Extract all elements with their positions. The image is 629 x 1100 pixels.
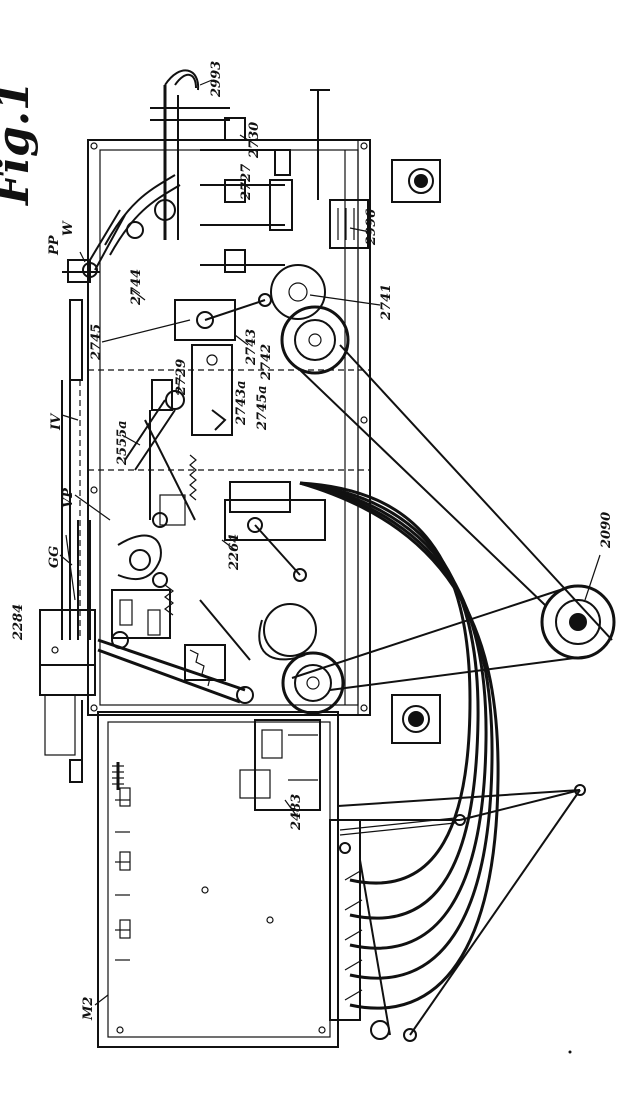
label-2090: 2090 [599,512,614,549]
label-2264-text: 2264 [227,534,242,571]
label-2744: 2744 [129,269,144,306]
label-2993: 2993 [209,61,224,98]
label-2483: 2483 [289,794,304,831]
label-2730-text: 2730 [247,122,262,159]
label-gg-text: GG [47,546,62,568]
label-gg: GG [47,546,62,568]
part-2284 [39,609,96,783]
label-2743a: 2743a [234,380,249,426]
label-2743-text: 2743 [244,329,259,366]
label-2284: 2284 [11,604,26,641]
label-2745-text: 2745 [89,324,104,361]
label-2090-text: 2090 [599,512,614,549]
label-2483-text: 2483 [289,794,304,831]
label-2996: 2996 [364,209,379,246]
label-2743a-text: 2743a [234,380,249,426]
label-w: W [61,220,76,236]
upper-mechanism [62,69,369,283]
wheel-2741 [270,264,326,320]
guide-strips [61,299,83,640]
figure-title-text: Fig.1 [0,80,39,207]
label-2745: 2745 [89,324,104,361]
main-frame [87,139,371,716]
label-2993-text: 2993 [209,61,224,98]
label-2730: 2730 [247,122,262,159]
label-2264: 2264 [227,534,242,571]
label-2742-text: 2742 [259,344,274,381]
label-2745a: 2745a [255,385,270,431]
drive-pulley-2090 [291,344,616,691]
lever-linkage [329,784,586,1042]
label-2284-text: 2284 [11,604,26,641]
label-2555a-text: 2555a [115,420,130,466]
label-vp-text: VP [61,487,76,508]
label-2729-text: 2729 [174,359,189,396]
label-pp: PP [47,234,62,256]
label-2996-text: 2996 [364,209,379,246]
label-2741-text: 2741 [379,284,394,321]
registration-dot [568,1050,572,1054]
leader-lines [59,79,601,1006]
label-m2: M2 [81,997,96,1021]
label-2741: 2741 [379,284,394,321]
label-2742: 2742 [259,344,274,381]
pulley-lower [258,603,345,715]
mount-block-bottom [391,694,441,744]
lower-frame [97,711,339,1048]
label-m2-text: M2 [81,997,96,1021]
label-2727: 2727 [239,164,254,201]
block-2483 [239,719,321,811]
label-2555a: 2555a [115,420,130,466]
label-pp-text: PP [47,234,62,256]
pulley-upper [280,305,350,375]
label-iv-text: IV [49,412,64,431]
label-2745a-text: 2745a [255,385,270,431]
label-2744-text: 2744 [129,269,144,306]
mount-block-top [391,159,441,203]
figure-title: Fig.1 [0,80,39,207]
label-2729: 2729 [174,359,189,396]
frame-screws [90,142,368,712]
label-2727-text: 2727 [239,164,254,201]
middle-mechanism [77,293,326,704]
label-vp: VP [61,487,76,508]
label-w-text: W [61,220,76,236]
label-iv: IV [49,412,64,431]
cable-bundle [299,481,500,1010]
label-2743: 2743 [244,329,259,366]
key-row [115,787,131,961]
